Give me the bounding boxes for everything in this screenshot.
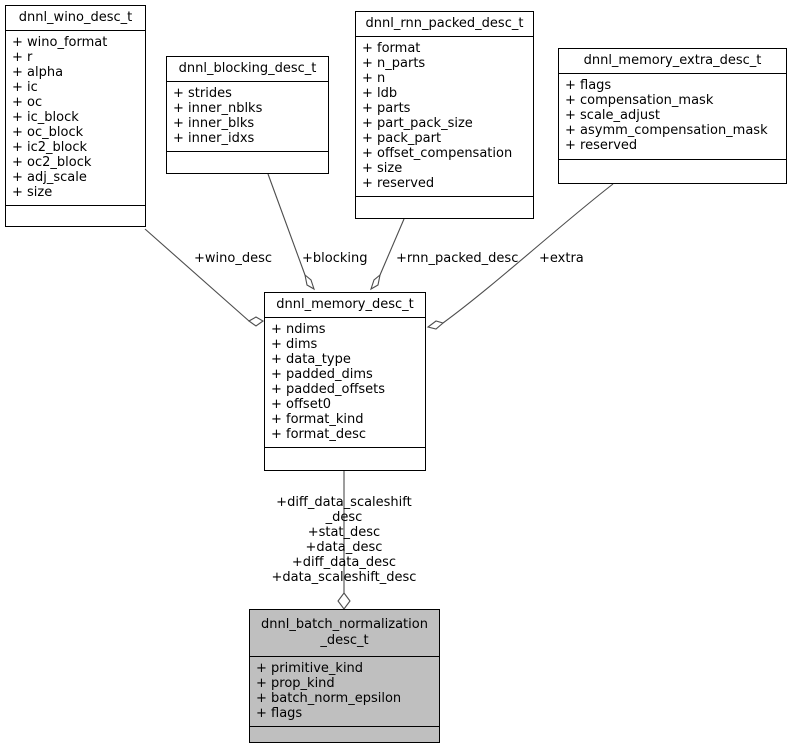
attribute-row: + pack_part [362,131,442,146]
class-title-dnnl-wino-desc-t: dnnl_wino_desc_t [6,6,145,31]
edge-label-memory-to-batchnorm: +diff_data_scaleshift _desc +stat_desc +… [271,495,417,585]
attribute-row: + offset0 [271,397,332,412]
class-box-dnnl-batch-normalization-desc-t[interactable]: dnnl_batch_normalization _desc_t + primi… [249,609,440,743]
attribute-row: + asymm_compensation_mask [565,123,768,138]
attribute-row: + dims [271,337,318,352]
class-methods-dnnl-rnn-packed-desc-t [356,197,533,218]
edge-line-wino-desc [144,228,250,322]
attribute-row: + ic2_block [12,140,88,155]
attribute-row: + oc [12,95,43,110]
attribute-row: + ic [12,80,38,95]
attribute-row: + oc_block [12,125,84,140]
attribute-row: + prop_kind [256,676,335,691]
attribute-row: + scale_adjust [565,108,660,123]
attribute-row: + data_type [271,352,351,367]
edge-line-blocking [267,173,306,276]
attribute-row: + padded_dims [271,367,373,382]
edge-line-rnn-packed-desc [379,218,405,276]
class-methods-dnnl-wino-desc-t [6,206,145,226]
attribute-row: + batch_norm_epsilon [256,691,402,706]
class-box-dnnl-memory-extra-desc-t[interactable]: dnnl_memory_extra_desc_t + flags + compe… [558,48,787,184]
class-attributes-dnnl-rnn-packed-desc-t: + format + n_parts + n + ldb + parts + p… [356,37,533,197]
class-title-dnnl-blocking-desc-t: dnnl_blocking_desc_t [167,57,328,82]
class-title-dnnl-memory-extra-desc-t: dnnl_memory_extra_desc_t [559,49,786,74]
class-title-dnnl-rnn-packed-desc-t: dnnl_rnn_packed_desc_t [356,12,533,37]
attribute-row: + padded_offsets [271,382,386,397]
attribute-row: + wino_format [12,35,108,50]
attribute-row: + oc2_block [12,155,92,170]
attribute-row: + reserved [565,138,638,153]
class-attributes-dnnl-wino-desc-t: + wino_format + r + alpha + ic + oc + ic… [6,31,145,206]
edge-label-blocking: +blocking [302,251,368,266]
class-methods-dnnl-memory-extra-desc-t [559,160,786,183]
class-methods-dnnl-batch-normalization-desc-t [250,727,439,747]
class-methods-dnnl-blocking-desc-t [167,152,328,173]
attribute-row: + part_pack_size [362,116,473,131]
attribute-row: + compensation_mask [565,93,714,108]
class-title-dnnl-batch-normalization-desc-t: dnnl_batch_normalization _desc_t [250,610,439,657]
class-box-dnnl-wino-desc-t[interactable]: dnnl_wino_desc_t + wino_format + r + alp… [5,5,146,227]
attribute-row: + inner_nblks [173,101,263,116]
attribute-row: + r [12,50,33,65]
class-methods-dnnl-memory-desc-t [265,448,425,470]
attribute-row: + alpha [12,65,64,80]
class-box-dnnl-blocking-desc-t[interactable]: dnnl_blocking_desc_t + strides + inner_n… [166,56,329,174]
attribute-row: + adj_scale [12,170,87,185]
attribute-row: + n_parts [362,56,426,71]
attribute-row: + parts [362,101,411,116]
aggregation-diamond-batchnorm [337,592,351,610]
attribute-row: + format_desc [271,427,367,442]
attribute-row: + ic_block [12,110,79,125]
attribute-row: + ldb [362,86,398,101]
attribute-row: + n [362,71,386,86]
edge-blocking [267,173,315,291]
aggregation-diamond-rnn-packed-desc [370,273,381,291]
edge-label-rnn-packed-desc: +rnn_packed_desc [396,251,519,266]
attribute-row: + inner_blks [173,116,255,131]
attribute-row: + flags [565,78,612,93]
attribute-row: + format [362,41,421,56]
attribute-row: + primitive_kind [256,661,364,676]
edge-label-extra: +extra [539,251,584,266]
class-box-dnnl-rnn-packed-desc-t[interactable]: dnnl_rnn_packed_desc_t + format + n_part… [355,11,534,219]
class-attributes-dnnl-blocking-desc-t: + strides + inner_nblks + inner_blks + i… [167,82,328,152]
attribute-row: + size [362,161,403,176]
attribute-row: + strides [173,86,232,101]
aggregation-diamond-blocking [304,273,315,291]
attribute-row: + ndims [271,322,326,337]
aggregation-diamond-extra [426,320,445,330]
class-attributes-dnnl-batch-normalization-desc-t: + primitive_kind + prop_kind + batch_nor… [250,657,439,727]
edge-label-wino-desc: +wino_desc [194,251,272,266]
edge-wino-desc [144,228,265,327]
class-title-dnnl-memory-desc-t: dnnl_memory_desc_t [265,293,425,318]
class-attributes-dnnl-memory-extra-desc-t: + flags + compensation_mask + scale_adju… [559,74,786,160]
aggregation-diamond-wino-desc [247,316,265,327]
attribute-row: + flags [256,706,303,721]
attribute-row: + format_kind [271,412,364,427]
attribute-row: + inner_idxs [173,131,255,146]
attribute-row: + offset_compensation [362,146,513,161]
class-box-dnnl-memory-desc-t[interactable]: dnnl_memory_desc_t + ndims + dims + data… [264,292,426,471]
class-attributes-dnnl-memory-desc-t: + ndims + dims + data_type + padded_dims… [265,318,425,448]
attribute-row: + reserved [362,176,435,191]
attribute-row: + size [12,185,53,200]
